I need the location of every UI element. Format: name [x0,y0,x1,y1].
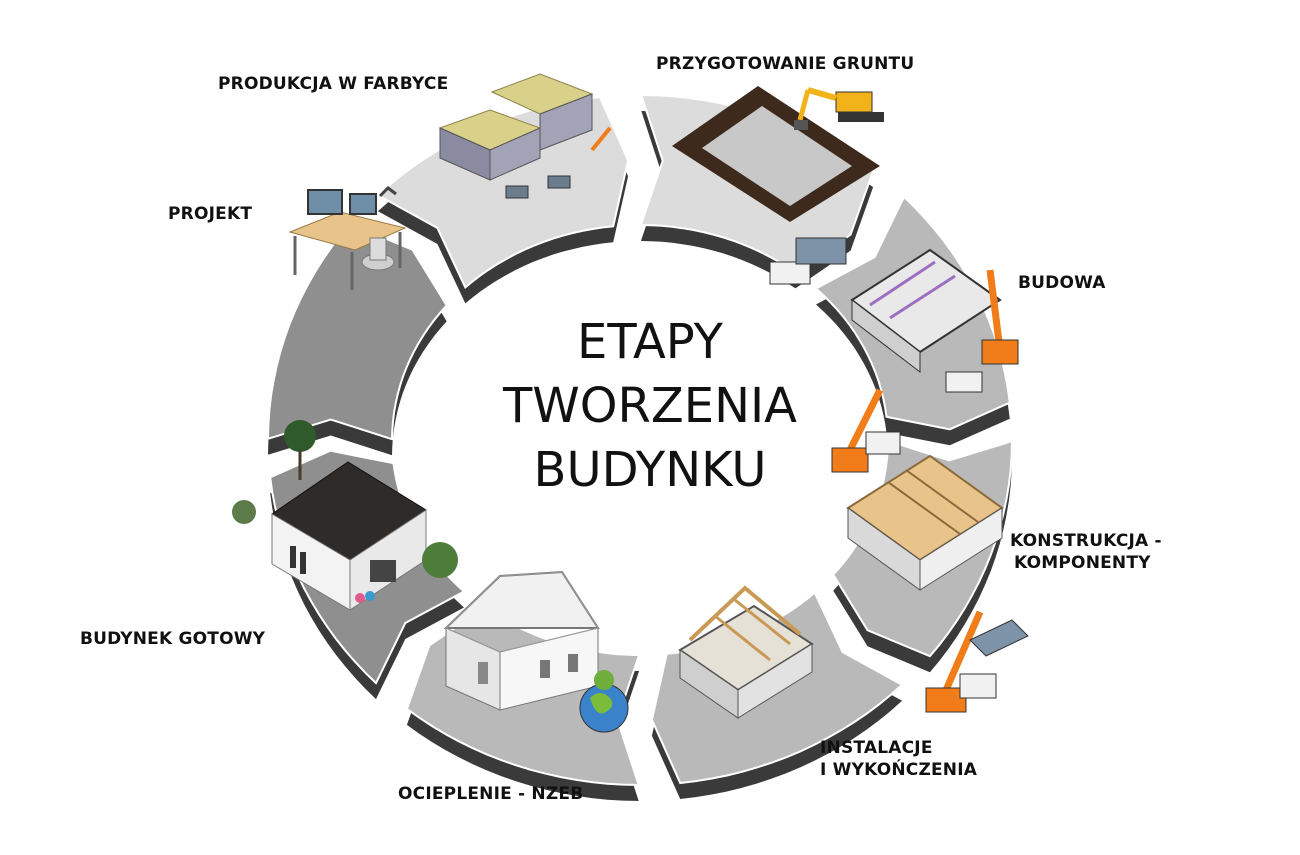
stage-label-produkcja: PRODUKCJA W FARBYCE [218,74,449,94]
ring-segment-gotowy [266,222,448,441]
factory-icon [438,73,612,199]
title-line-2: TWORZENIA [502,378,798,434]
stage-label-konstrukcja-line-1: KONSTRUKCJA - [1010,531,1162,551]
finished-house-icon [232,420,458,611]
stage-label-budowa: BUDOWA [1018,273,1106,293]
wall-panels-icon [831,388,1004,591]
stage-label-grunt: PRZYGOTOWANIE GRUNTU [656,54,915,74]
crane-icon [769,237,1019,393]
title-line-3: BUDYNKU [533,442,767,498]
stage-label-ocieplenie: OCIEPLENIE - NZEB [398,784,584,804]
stage-label-konstrukcja-line-2: KOMPONENTY [1014,553,1151,573]
title-line-1: ETAPY [577,314,723,370]
house-globe-icon [443,570,629,733]
desk-icon [288,186,407,290]
diagram-title: ETAPY TWORZENIA BUDYNKU [420,310,880,502]
stage-label-konstrukcja: KONSTRUKCJA - KOMPONENTY [1010,530,1162,574]
stage-label-instalacje-line-1: INSTALACJE [820,738,933,758]
stage-label-gotowy: BUDYNEK GOTOWY [80,629,266,649]
excavator-icon [672,86,884,222]
roof-frame-icon [678,585,1029,719]
stage-label-instalacje-line-2: I WYKOŃCZENIA [820,760,978,780]
stage-label-instalacje: INSTALACJE I WYKOŃCZENIA [820,737,977,781]
stage-label-projekt: PROJEKT [168,204,253,224]
